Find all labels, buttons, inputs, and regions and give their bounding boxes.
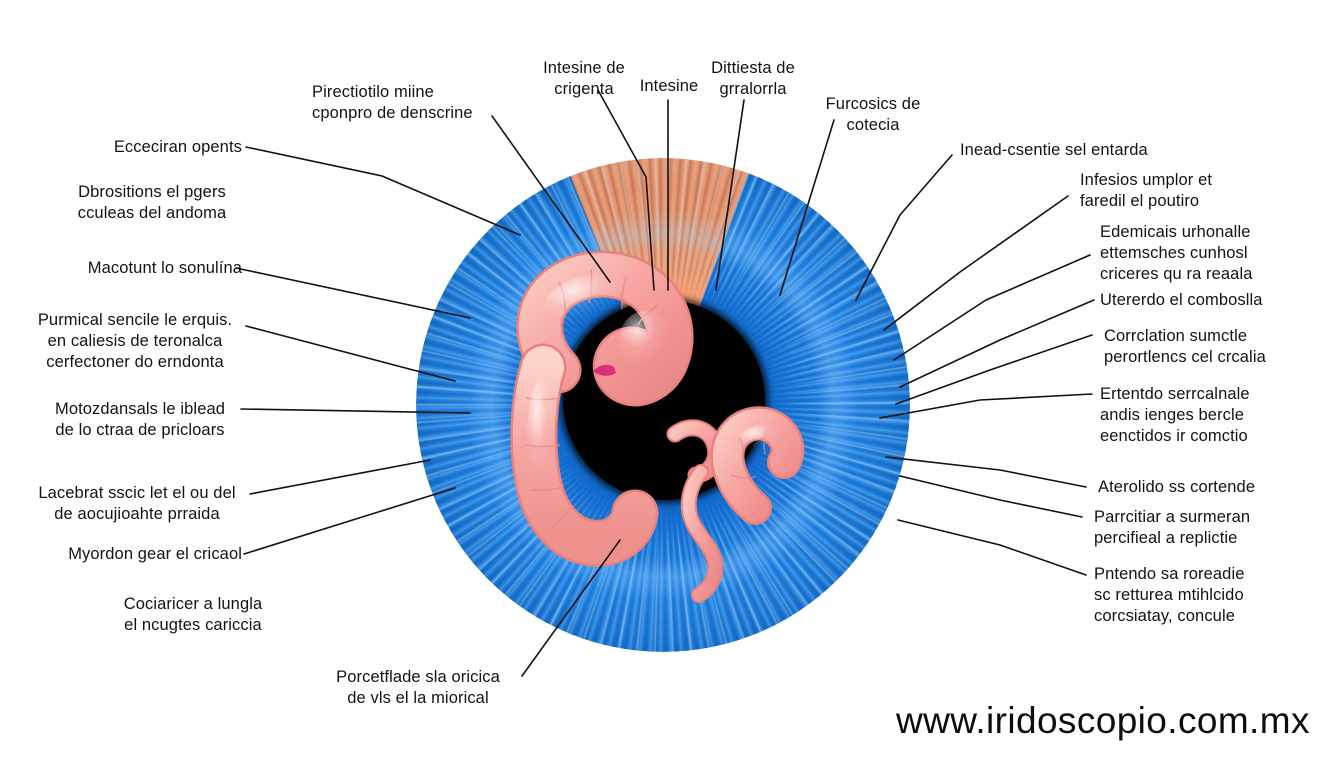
label-right-3: Edemicais urhonalle ettemsches cunhosl c… [1100, 223, 1253, 283]
label-top-3: Intesine [639, 77, 699, 95]
label-top-4: Dittiesta de grralorrla [711, 59, 795, 98]
label-right-8: Parrcitiar a surmeran percifieal a repli… [1094, 508, 1251, 547]
label-top-2: Intesine de crigenta [543, 59, 625, 98]
label-left-8: Cociaricer a lungla el ncugtes cariccia [123, 595, 263, 634]
label-left-9: Porcetflade sla oricica de vls el la mio… [336, 668, 500, 707]
website-watermark: www.iridoscopio.com.mx [896, 700, 1310, 741]
label-top-1: Pirectiotilo miine cponpro de denscrine [312, 83, 473, 122]
label-left-6: Lacebrat sscic let el ou del de aocujioa… [38, 484, 236, 523]
label-right-2: Infesios umplor et faredil el poutiro [1080, 171, 1213, 210]
label-right-1: Inead-csentie sel entarda [960, 141, 1148, 159]
label-left-5: Motozdansals le iblead de lo ctraa de pr… [54, 400, 226, 439]
label-right-7: Aterolido ss cortende [1098, 478, 1256, 496]
label-right-6: Ertentdo serrcalnale andis ienges bercle… [1100, 385, 1250, 445]
label-right-9: Pntendo sa roreadie sc retturea mtihlcid… [1094, 565, 1245, 625]
sigmoid-shape [680, 406, 805, 603]
label-left-2: Dbrositions el pgers cculeas del andoma [77, 183, 227, 222]
label-left-4: Purmical sencile le erquis. en caliesis … [37, 311, 233, 371]
colon-shape [510, 250, 694, 567]
label-left-7: Myordon gear el cricaol [68, 545, 242, 563]
label-right-4: Utererdo el comboslla [1100, 291, 1263, 309]
label-right-5: Corrclation sumctle perortlencs cel crca… [1104, 327, 1266, 366]
label-left-1: Ecceciran opents [113, 138, 242, 156]
label-left-3: Macotunt lo sonulína [87, 259, 242, 277]
label-top-5: Furcosics de cotecia [825, 95, 921, 134]
iris-illustration [383, 145, 943, 665]
intestine-illustration [510, 250, 805, 603]
